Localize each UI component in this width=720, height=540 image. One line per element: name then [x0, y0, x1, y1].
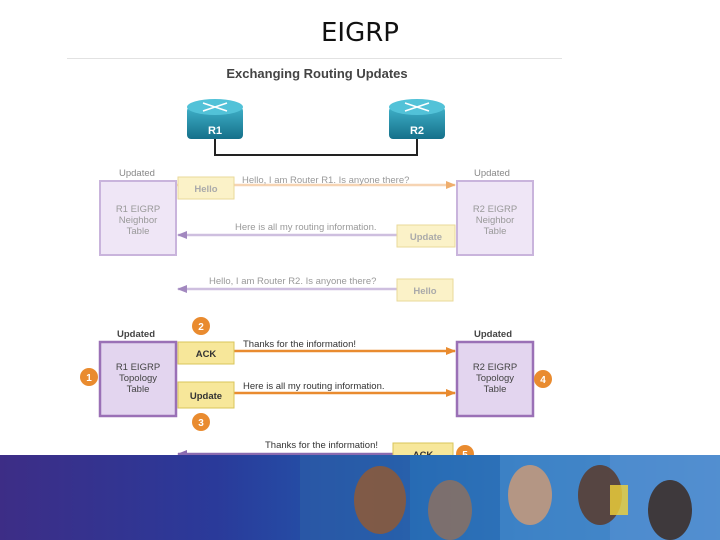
r1-neighbor-table: R1 EIGRP Neighbor Table: [99, 180, 177, 256]
updated-label: Updated: [117, 329, 155, 340]
table-label-line: R2 EIGRP: [473, 362, 517, 373]
banner-decoration: [300, 455, 720, 540]
diagram-title: Exchanging Routing Updates: [226, 66, 407, 81]
step-number: 1: [86, 373, 92, 384]
step-badge: 1: [80, 368, 98, 386]
step-number: 4: [540, 375, 546, 386]
table-label-line: Table: [484, 384, 507, 395]
person-photo: [508, 465, 552, 525]
router-r2-label: R2: [410, 125, 424, 137]
table-label-line: Table: [127, 226, 150, 237]
router-r2: R2: [389, 99, 445, 139]
router-icon: [202, 102, 228, 112]
table-label-line: Neighbor: [119, 215, 158, 226]
step-badge: 2: [192, 317, 210, 335]
hello-r2-message: Hello, I am Router R2. Is anyone there?: [209, 276, 376, 287]
hello-packet-r2: Hello: [396, 278, 454, 302]
hello-packet-r1: Hello: [177, 176, 235, 200]
r2-topology-table: R2 EIGRP Topology Table: [455, 340, 535, 418]
table-label-line: Table: [127, 384, 150, 395]
packet-label: Hello: [413, 286, 436, 297]
ack-packet-r1: ACK: [177, 341, 235, 365]
slide-title: EIGRP: [321, 18, 399, 48]
table-label-line: Table: [484, 226, 507, 237]
packet-label: ACK: [196, 349, 217, 360]
ack-r2-message: Thanks for the information!: [265, 440, 378, 451]
table-label-line: R2 EIGRP: [473, 204, 517, 215]
updated-label: Updated: [119, 168, 155, 179]
table-label-line: Topology: [476, 373, 514, 384]
table-label-line: Neighbor: [476, 215, 515, 226]
updated-label: Updated: [474, 168, 510, 179]
router-link: [214, 139, 418, 156]
router-r1-label: R1: [208, 125, 222, 137]
update-packet-r1: Update: [177, 381, 235, 409]
footer-banner: [0, 455, 720, 540]
step-number: 2: [198, 322, 204, 333]
updated-label: Updated: [474, 329, 512, 340]
person-photo: [428, 480, 472, 540]
packet-label: Update: [410, 232, 442, 243]
r1-topology-table: R1 EIGRP Topology Table: [98, 340, 178, 418]
step-badge: 3: [192, 413, 210, 431]
person-photo: [354, 466, 406, 534]
table-label-line: R1 EIGRP: [116, 362, 160, 373]
router-icon: [404, 102, 430, 112]
r2-neighbor-table: R2 EIGRP Neighbor Table: [456, 180, 534, 256]
person-photo: [648, 480, 692, 540]
table-label-line: R1 EIGRP: [116, 204, 160, 215]
router-r1: R1: [187, 99, 243, 139]
step-number: 3: [198, 418, 204, 429]
update-packet-r2: Update: [396, 224, 456, 248]
packet-label: Update: [190, 391, 222, 402]
update-r2-message: Here is all my routing information.: [235, 222, 377, 233]
step-badge: 4: [534, 370, 552, 388]
diagram-figure: Exchanging Routing Updates R1 R2 Updated…: [67, 58, 562, 469]
table-label-line: Topology: [119, 373, 157, 384]
hello-r1-message: Hello, I am Router R1. Is anyone there?: [242, 175, 409, 186]
ack-r1-message: Thanks for the information!: [243, 339, 356, 350]
diagram-svg: Exchanging Routing Updates R1 R2 Updated…: [80, 66, 552, 466]
update-r1-message: Here is all my routing information.: [243, 381, 385, 392]
packet-label: Hello: [194, 184, 217, 195]
